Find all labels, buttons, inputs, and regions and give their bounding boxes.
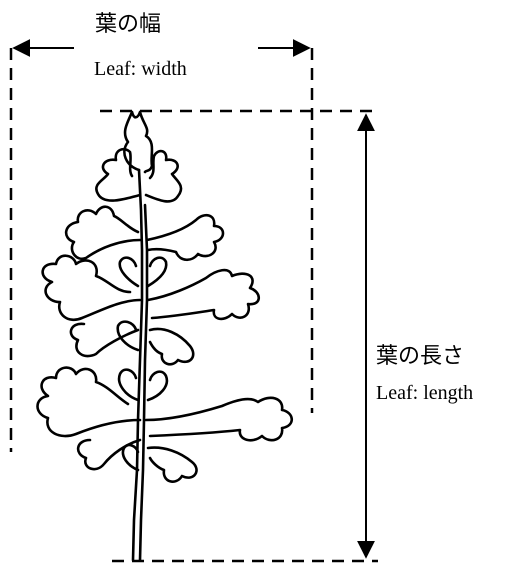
leaf-width-label-japanese: 葉の幅 <box>95 6 161 38</box>
leaf-length-label-english: Leaf: length <box>376 382 473 405</box>
leaf-icon <box>38 112 292 560</box>
leaf-length-label-japanese: 葉の長さ <box>376 338 464 370</box>
leaf-width-label-english: Leaf: width <box>94 58 187 81</box>
